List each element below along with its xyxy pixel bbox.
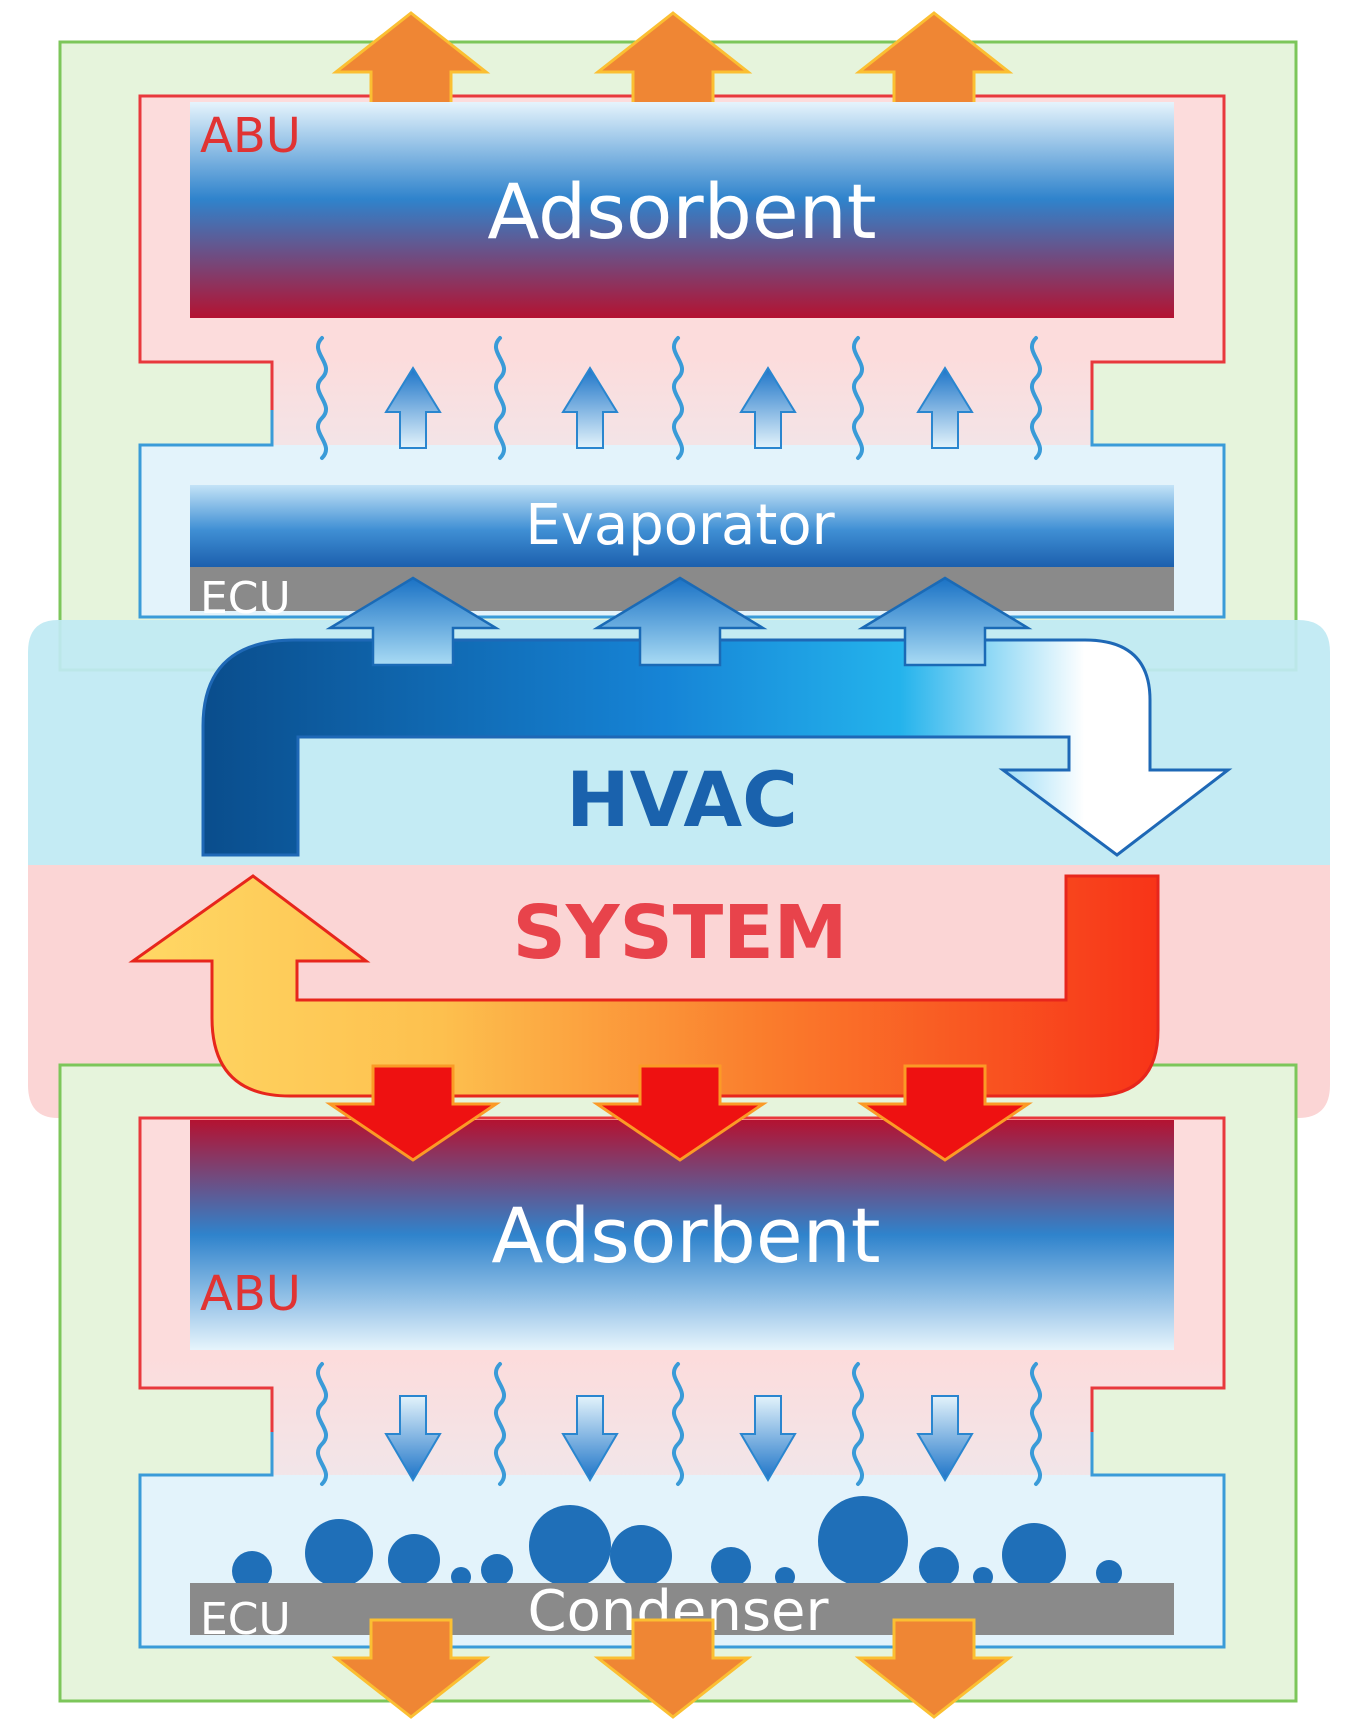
top-heat-release-arrows	[331, 11, 1014, 108]
top-unit: Adsorbent ABU Evaporator ECU	[58, 11, 1298, 672]
bottom-abu-label: ABU	[200, 1266, 301, 1322]
vapor-wave-icon	[493, 336, 507, 460]
orange-arrow-down-3	[854, 1618, 1014, 1719]
small-down-arrow-icon	[739, 1395, 797, 1482]
small-up-arrow-icon	[739, 366, 797, 449]
top-adsorbent-label: Adsorbent	[487, 167, 876, 256]
vapor-wave-icon	[671, 1362, 685, 1486]
cold-supply-arrows	[325, 576, 1033, 667]
red-down-arrow-icon	[325, 1064, 501, 1162]
orange-arrow-up-3	[854, 11, 1014, 108]
bottom-unit: Adsorbent ABU	[58, 1063, 1298, 1719]
big-blue-up-arrow-icon	[592, 576, 768, 667]
vapor-wave-icon	[851, 336, 865, 460]
vapor-wave-icon	[493, 1362, 507, 1486]
droplet-icon	[451, 1567, 471, 1587]
hot-flow-layer: SYSTEM	[128, 874, 1160, 1162]
small-up-arrow-icon	[384, 366, 442, 449]
top-adsorbent-block	[190, 102, 1174, 318]
bottom-vapor-squiggles	[315, 1362, 1043, 1486]
vapor-wave-icon	[851, 1362, 865, 1486]
droplet-icon	[775, 1567, 795, 1587]
top-vapor-squiggles	[315, 336, 1043, 460]
small-up-arrow-icon	[916, 366, 974, 449]
evaporator-label: Evaporator	[525, 493, 835, 558]
droplet-icon	[388, 1534, 440, 1586]
vapor-wave-icon	[1029, 336, 1043, 460]
evaporator-block	[190, 485, 1174, 567]
small-down-arrow-icon	[384, 1395, 442, 1482]
droplet-icon	[919, 1547, 959, 1587]
droplet-icon	[305, 1519, 373, 1587]
condensate-droplets	[232, 1496, 1122, 1591]
droplet-icon	[610, 1525, 672, 1587]
red-down-arrow-icon	[857, 1064, 1033, 1162]
droplet-icon	[529, 1505, 611, 1587]
top-ecu-label: ECU	[200, 573, 291, 624]
droplet-icon	[1002, 1523, 1066, 1587]
big-blue-up-arrow-icon	[857, 576, 1033, 667]
red-down-arrow-icon	[592, 1064, 768, 1162]
vapor-wave-icon	[315, 1362, 329, 1486]
droplet-icon	[818, 1496, 908, 1586]
small-down-arrow-icon	[916, 1395, 974, 1482]
small-down-arrow-icon	[561, 1395, 619, 1482]
orange-arrow-up-1	[331, 11, 491, 108]
droplet-icon	[232, 1551, 272, 1591]
hot-supply-arrows	[325, 1064, 1033, 1162]
top-small-up-arrows	[384, 366, 974, 449]
big-blue-up-arrow-icon	[325, 576, 501, 667]
hot-air-flow-arrow	[128, 874, 1160, 1098]
orange-arrow-up-2	[593, 11, 753, 108]
orange-arrow-down-1	[331, 1618, 491, 1719]
small-up-arrow-icon	[561, 366, 619, 449]
bottom-adsorbent-label: Adsorbent	[491, 1191, 880, 1280]
bottom-small-down-arrows	[384, 1395, 974, 1482]
bottom-heat-release-arrows	[331, 1618, 1014, 1719]
cold-air-flow-arrow	[201, 638, 1233, 857]
droplet-icon	[711, 1547, 751, 1587]
droplet-icon	[1096, 1560, 1122, 1586]
droplet-icon	[481, 1554, 513, 1586]
system-label: SYSTEM	[513, 890, 848, 976]
vapor-wave-icon	[1029, 1362, 1043, 1486]
orange-arrow-down-2	[593, 1618, 753, 1719]
vapor-wave-icon	[315, 336, 329, 460]
hvac-label: HVAC	[566, 755, 798, 844]
bottom-ecu-label: ECU	[200, 1594, 291, 1645]
vapor-wave-icon	[671, 336, 685, 460]
top-abu-label: ABU	[200, 108, 301, 164]
droplet-icon	[973, 1567, 993, 1587]
